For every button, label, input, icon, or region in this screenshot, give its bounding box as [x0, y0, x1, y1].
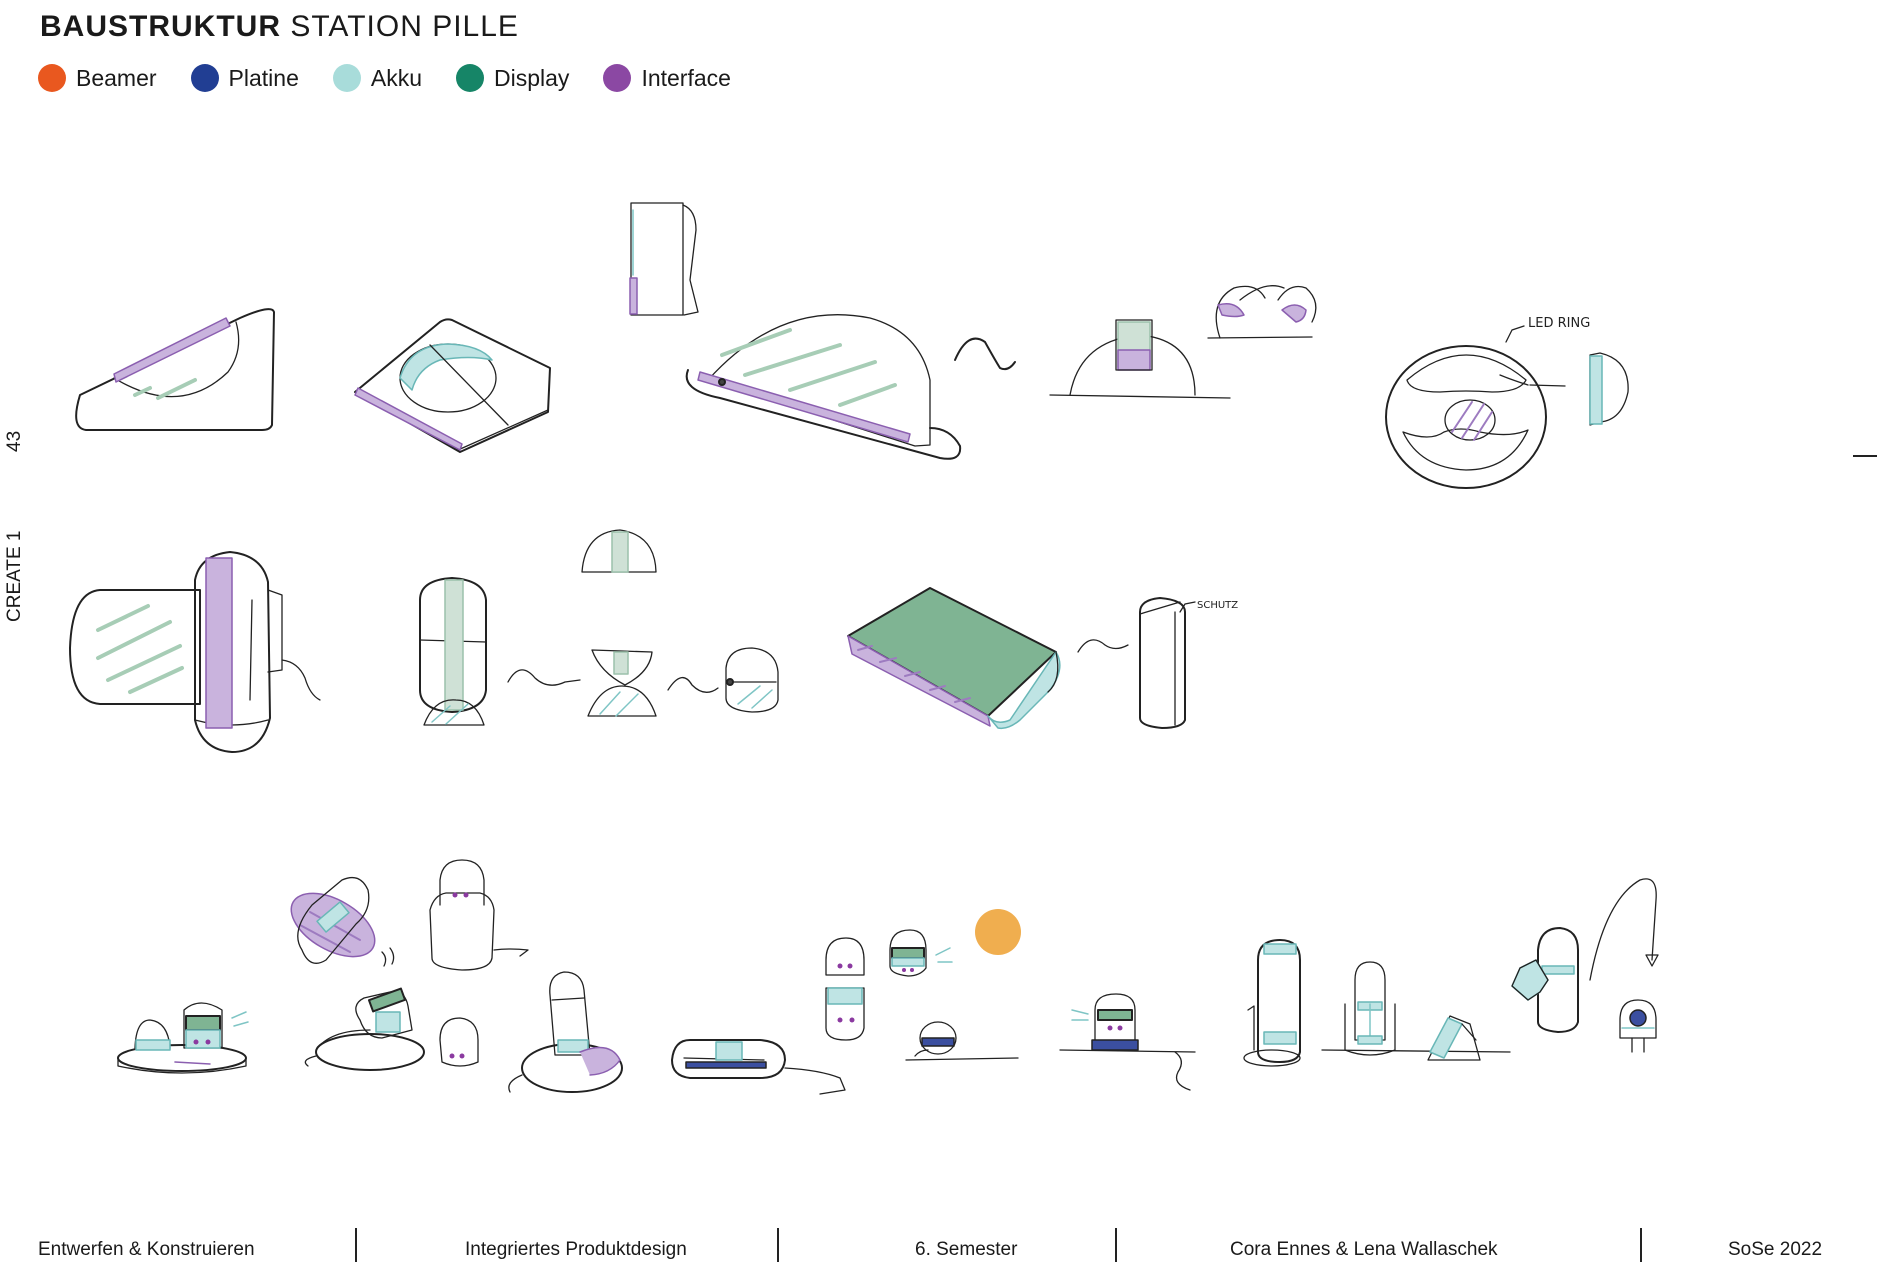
sketch-led-ring: LED RING [1385, 316, 1629, 489]
sketch-wedge-circle [354, 318, 551, 453]
footer-divider [1640, 1228, 1642, 1262]
sketch-jar-pill [429, 859, 529, 971]
sketch-tray-two-pills [117, 1002, 249, 1074]
legend-label-interface: Interface [641, 64, 731, 91]
legend-dot-beamer [38, 64, 66, 92]
side-divider [1853, 455, 1877, 457]
legend-label-platine: Platine [228, 64, 299, 91]
label-led-ring: LED RING [1528, 316, 1590, 331]
sketch-hourglass [581, 529, 719, 717]
footer-divider [1115, 1228, 1117, 1262]
footer-course: Entwerfen & Konstruieren [38, 1239, 255, 1260]
legend-label-display: Display [494, 64, 570, 91]
sketch-pill-on-base [508, 971, 623, 1093]
footer-term: SoSe 2022 [1728, 1239, 1823, 1260]
legend-label-beamer: Beamer [76, 64, 157, 91]
sketch-stacked-pills-sun [825, 909, 1021, 1061]
footer-semester: 6. Semester [915, 1239, 1018, 1260]
legend-item-display: Display [456, 64, 569, 92]
page-title: BAUSTRUKTUR STATION PILLE [40, 10, 519, 44]
legend-item-beamer: Beamer [38, 64, 157, 92]
legend-label-akku: Akku [370, 64, 423, 91]
sketch-tall-box [629, 202, 699, 316]
sun-icon [975, 909, 1021, 955]
footer: Entwerfen & Konstruieren Integriertes Pr… [0, 1228, 1877, 1264]
sketch-pill-u-holder [1321, 961, 1511, 1056]
sketch-pill-holder-stand [1243, 939, 1301, 1067]
page-number: 43 [4, 430, 25, 452]
footer-divider [777, 1228, 779, 1262]
footer-authors: Cora Ennes & Lena Wallaschek [1230, 1239, 1498, 1260]
legend-dot-akku [332, 64, 361, 92]
footer-program: Integriertes Produktdesign [465, 1239, 687, 1260]
sketch-flat-screen-pill [69, 551, 321, 753]
sketch-half-dome-display [1049, 319, 1231, 399]
sketch-capsule-split [419, 577, 581, 726]
course-label: CREATE 1 [4, 530, 25, 622]
sketch-bowl-tilted-pill [304, 987, 479, 1071]
sketch-horizontal-capsule [671, 1039, 846, 1095]
legend-item-platine: Platine [190, 64, 299, 92]
label-schutz: SCHUTZ [1197, 600, 1238, 611]
sketch-tray-hatched [847, 587, 1129, 730]
sketch-folded-stand [1427, 1015, 1481, 1061]
legend-dot-display [456, 64, 485, 92]
footer-divider [355, 1228, 357, 1262]
sketch-wedge-display [75, 308, 275, 431]
sketch-wall-charger [1511, 878, 1659, 1053]
legend-dot-interface [603, 64, 632, 92]
sketch-tilted-disc-pill [290, 876, 395, 967]
legend-item-akku: Akku [332, 64, 423, 92]
legend-item-interface: Interface [603, 64, 731, 92]
title-bold: BAUSTRUKTUR [40, 10, 281, 43]
sketch-dome-base [685, 314, 962, 460]
sketch-twin-domes [1207, 285, 1317, 339]
sketch-cylinder-schutz: SCHUTZ [1139, 597, 1238, 729]
sketch-arrow-squiggle [954, 337, 1016, 371]
color-legend: Beamer Platine Akku Display Interface [38, 64, 765, 92]
sketch-pill-on-platform [1059, 993, 1196, 1091]
sketch-round-capsule [725, 647, 779, 713]
legend-dot-platine [190, 64, 219, 92]
title-regular: STATION PILLE [290, 10, 519, 43]
